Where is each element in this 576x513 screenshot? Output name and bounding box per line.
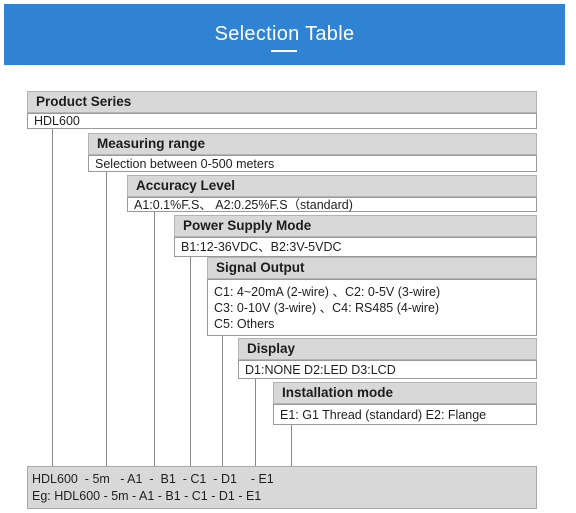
- power-supply-value: B1:12-36VDC、B2:3V-5VDC: [181, 240, 342, 254]
- connector-signal-output: [222, 335, 223, 466]
- section-body-measuring-range: Selection between 0-500 meters: [88, 155, 537, 172]
- section-header-signal-output: Signal Output: [207, 257, 537, 279]
- accuracy-level-value: A1:0.1%F.S、 A2:0.25%F.S（standard): [134, 198, 353, 212]
- section-body-accuracy-level: A1:0.1%F.S、 A2:0.25%F.S（standard): [127, 197, 537, 212]
- signal-output-line-1: C1: 4~20mA (2-wire) 、C2: 0-5V (3-wire): [214, 285, 441, 299]
- section-header-power-supply: Power Supply Mode: [174, 215, 537, 237]
- section-header-product-series: Product Series: [27, 91, 537, 113]
- display-value: D1:NONE D2:LED D3:LCD: [245, 363, 396, 377]
- measuring-range-value: Selection between 0-500 meters: [95, 157, 275, 171]
- section-header-installation: Installation mode: [273, 382, 537, 404]
- model-code-bar: HDL600 - 5m - A1 - B1 - C1 - D1 - E1 Eg:…: [27, 466, 537, 509]
- title-banner: Selection Table: [4, 4, 565, 65]
- signal-output-line-3: C5: Others: [214, 317, 275, 331]
- section-header-display: Display: [238, 338, 537, 360]
- connector-power-supply: [190, 256, 191, 466]
- product-series-value: HDL600: [34, 114, 80, 128]
- banner-title: Selection Table: [214, 23, 355, 52]
- connector-installation: [291, 424, 292, 466]
- connector-display: [255, 378, 256, 466]
- signal-output-line-2: C3: 0-10V (3-wire) 、C4: RS485 (4-wire): [214, 301, 440, 315]
- section-body-power-supply: B1:12-36VDC、B2:3V-5VDC: [174, 237, 537, 257]
- connector-product-series: [52, 128, 53, 466]
- section-body-display: D1:NONE D2:LED D3:LCD: [238, 360, 537, 379]
- connector-accuracy-level: [154, 211, 155, 466]
- model-code-line: HDL600 - 5m - A1 - B1 - C1 - D1 - E1: [32, 472, 274, 486]
- installation-value: E1: G1 Thread (standard) E2: Flange: [280, 408, 487, 422]
- section-body-signal-output: C1: 4~20mA (2-wire) 、C2: 0-5V (3-wire) C…: [207, 279, 537, 336]
- section-body-installation: E1: G1 Thread (standard) E2: Flange: [273, 404, 537, 425]
- model-code-example: Eg: HDL600 - 5m - A1 - B1 - C1 - D1 - E1: [32, 489, 262, 503]
- connector-measuring-range: [106, 171, 107, 466]
- section-header-accuracy-level: Accuracy Level: [127, 175, 537, 197]
- section-body-product-series: HDL600: [27, 113, 537, 129]
- section-header-measuring-range: Measuring range: [88, 133, 537, 155]
